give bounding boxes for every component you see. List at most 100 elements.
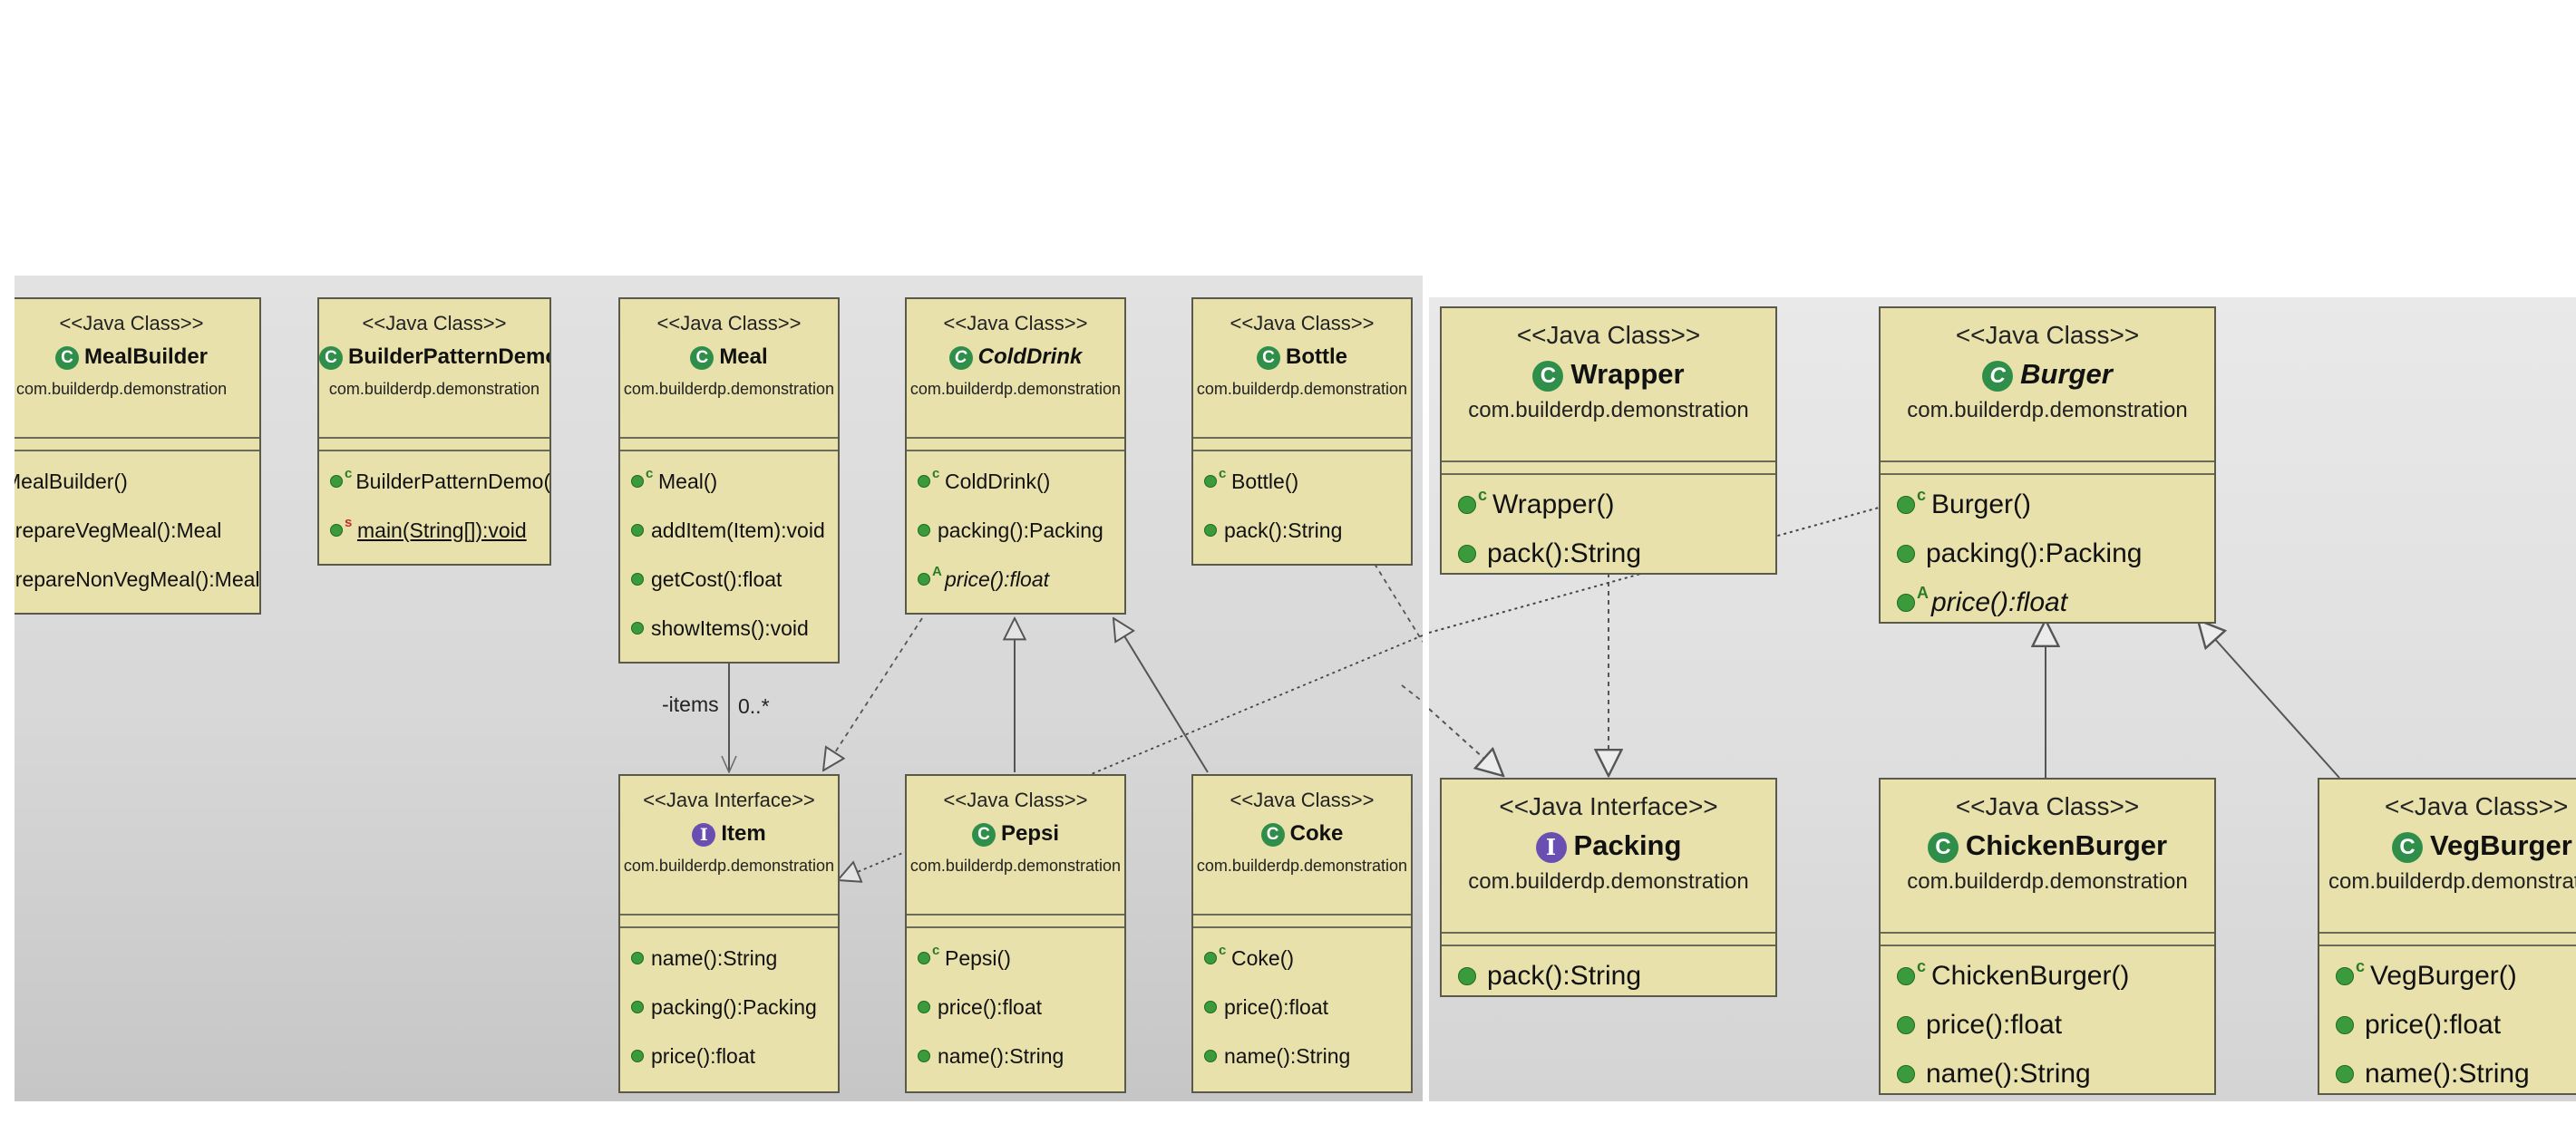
operation-text: packing():Packing — [651, 994, 817, 1019]
operation-row[interactable]: name():String — [1881, 1050, 2214, 1093]
public-method-dot-icon — [2336, 1016, 2354, 1034]
operation-text: price():float — [1224, 994, 1329, 1019]
public-method-dot-icon — [1897, 1016, 1915, 1034]
class-name: Item — [721, 821, 766, 846]
class-name: VegBurger — [2430, 829, 2572, 861]
class-name: ChickenBurger — [1965, 829, 2168, 861]
operation-text: pack():String — [1487, 961, 1642, 991]
attributes-compartment — [15, 439, 259, 451]
operation-text: packing():Packing — [1926, 538, 2143, 568]
class-package: com.builderdp.demonstration — [1468, 398, 1749, 422]
attributes-compartment — [1442, 462, 1775, 475]
class-stereotype: <<Java Class>> — [1516, 321, 1701, 349]
operation-text: price():float — [1926, 1010, 2063, 1040]
operation-row[interactable]: name():String — [1193, 1032, 1411, 1080]
operation-row[interactable]: price():float — [907, 983, 1124, 1032]
operation-row[interactable]: getCost():float — [620, 555, 838, 604]
public-method-dot-icon — [1204, 1050, 1217, 1062]
attributes-compartment — [1881, 462, 2214, 475]
class-name: Bottle — [1286, 344, 1347, 369]
operation-row[interactable]: packing():Packing — [907, 506, 1124, 555]
class-c-icon: C — [971, 822, 996, 847]
operation-text: pack():String — [1224, 518, 1343, 542]
class-c-icon: C — [319, 345, 343, 370]
attributes-compartment — [319, 439, 549, 451]
class-c-icon: C — [1260, 822, 1285, 847]
operation-row[interactable]: price():float — [1193, 983, 1411, 1032]
attributes-compartment — [907, 916, 1124, 928]
operation-row[interactable]: pack():String — [1442, 529, 1775, 573]
association-multiplicity-label: 0..* — [738, 694, 770, 718]
operation-row[interactable]: packing():Packing — [1881, 529, 2214, 578]
realization-colddrink-item — [823, 617, 923, 770]
class-name: MealBuilder — [83, 344, 209, 369]
operation-text: addItem(Item):void — [651, 518, 825, 542]
attributes-compartment — [620, 439, 838, 451]
realization-bottle-packing-end — [1429, 708, 1503, 776]
operation-row[interactable]: prepareNonVegMeal():Meal — [15, 555, 259, 604]
operation-row[interactable]: showItems():void — [620, 604, 838, 653]
constructor-icon — [1458, 496, 1476, 514]
operation-text: price():float — [945, 567, 1050, 591]
operation-text: name():String — [2365, 1059, 2530, 1089]
operation-row[interactable]: pack():String — [1193, 506, 1411, 555]
class-c-icon: C — [690, 345, 714, 370]
operation-text: name():String — [651, 945, 778, 970]
public-method-dot-icon — [1458, 967, 1476, 985]
class-name: ColdDrink — [977, 344, 1083, 369]
class-name: Wrapper — [1570, 358, 1685, 390]
operation-row[interactable]: price():float — [620, 1032, 838, 1080]
operation-row[interactable]: name():String — [2319, 1050, 2576, 1093]
operation-row[interactable]: price():float — [1881, 1001, 2214, 1050]
operation-text: main(String[]):void — [357, 518, 527, 542]
class-stereotype: <<Java Class>> — [943, 789, 1088, 811]
attributes-compartment — [1193, 916, 1411, 928]
public-method-dot-icon — [631, 952, 644, 964]
operation-row[interactable]: prepareVegMeal():Meal — [15, 506, 259, 555]
class-name: Coke — [1289, 821, 1344, 846]
attributes-compartment — [620, 916, 838, 928]
operation-row[interactable]: packing():Packing — [620, 983, 838, 1032]
operation-row[interactable]: addItem(Item):void — [620, 506, 838, 555]
class-stereotype: <<Java Class>> — [1230, 312, 1375, 334]
public-method-dot-icon — [1204, 524, 1217, 537]
class-stereotype: <<Java Class>> — [59, 312, 204, 334]
class-package: com.builderdp.demonstration — [2328, 869, 2576, 894]
operation-row[interactable]: name():String — [620, 934, 838, 983]
operation-row[interactable]: price():float — [2319, 1001, 2576, 1050]
operation-row[interactable]: MealBuilder() — [15, 457, 259, 506]
operation-row[interactable]: pack():String — [1442, 952, 1775, 995]
static-method-icon — [330, 524, 343, 537]
public-method-dot-icon — [1458, 545, 1476, 563]
operation-row[interactable]: name():String — [907, 1032, 1124, 1080]
constructor-icon — [631, 475, 644, 488]
